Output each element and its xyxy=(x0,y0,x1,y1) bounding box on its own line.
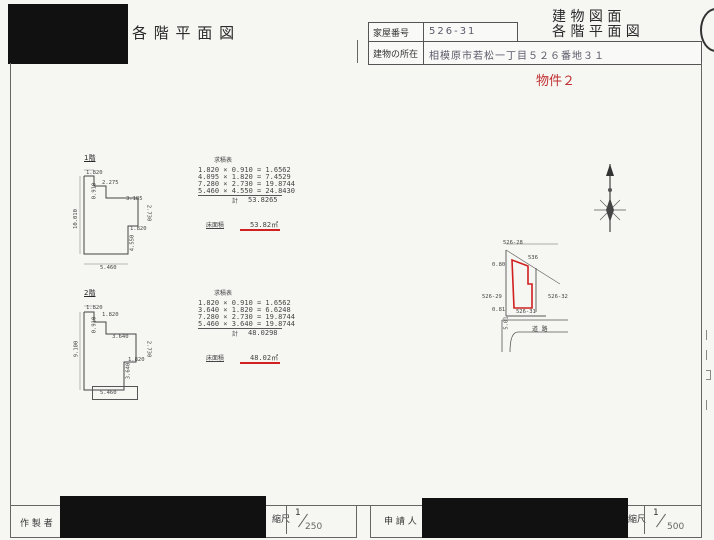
applicant-label: 申 請 人 xyxy=(384,517,417,527)
floor1-label: 1階 xyxy=(84,154,96,162)
page-title: 各 階 平 面 図 xyxy=(132,24,236,42)
header-divider xyxy=(357,40,358,63)
site-road-label: 道 路 xyxy=(532,326,548,333)
scale-left-label: 縮尺 xyxy=(272,515,291,525)
floor1-area-label: 床面積 xyxy=(206,222,225,229)
page-edge-ring xyxy=(700,8,714,52)
margin-mark xyxy=(706,350,707,360)
floor2-dim: 5.460 xyxy=(100,390,117,396)
floor2-calc-row: 1.820 × 0.910 = 1.6562 xyxy=(198,299,291,307)
site-lot-label: 526-28 xyxy=(503,240,523,246)
floor1-dim: 2.730 xyxy=(145,204,152,222)
floor2-calc-row: 5.460 × 3.640 = 19.8744 xyxy=(198,320,295,328)
scale-right-numerator: 1 xyxy=(653,508,659,518)
location-divider xyxy=(423,42,424,64)
floor2-sum-label: 計 xyxy=(232,331,239,338)
scale-left-numerator: 1 xyxy=(295,508,301,518)
floor1-calc-row: 5.460 × 4.550 = 24.8430 xyxy=(198,187,295,195)
floor2-calc-row: 7.280 × 2.730 = 19.8744 xyxy=(198,313,295,321)
floor1-dim: 1.820 xyxy=(86,170,103,176)
floor2-dim: 0.910 xyxy=(91,316,98,334)
property-note: 物件２ xyxy=(536,74,576,89)
floor2-area-label: 床面積 xyxy=(206,355,225,362)
floor2-dim: 2.730 xyxy=(145,340,152,358)
floor2-dim: 1.820 xyxy=(86,305,103,311)
floor1-dim: 0.910 xyxy=(91,182,98,200)
margin-mark xyxy=(706,370,711,380)
floor1-sum-value: 53.8265 xyxy=(248,196,278,204)
floor2-area-value: 48.02㎡ xyxy=(250,354,279,362)
site-dist-label: 0.81 xyxy=(492,307,506,313)
scale-left-box: 1 250 xyxy=(286,506,343,534)
floor1-calc-row: 4.095 × 1.820 = 7.4529 xyxy=(198,173,291,181)
floor1-calc-row: 1.820 × 0.910 = 1.6562 xyxy=(198,166,291,174)
house-number-value: 526-31 xyxy=(429,26,477,37)
house-number-divider xyxy=(423,23,424,41)
floor2-dim-box xyxy=(92,386,138,400)
location-label: 建物の所在 xyxy=(373,50,419,60)
floor2-dim: 3.640 xyxy=(125,362,132,380)
site-lot-label: 526-32 xyxy=(548,294,568,300)
scale-right-box: 1 500 xyxy=(644,506,701,534)
floor2-table-title: 求積表 xyxy=(214,290,233,297)
floor2-dim: 1.820 xyxy=(102,312,119,318)
floor2-dim: 9.100 xyxy=(73,340,80,358)
floor1-dim: 2.275 xyxy=(102,180,119,186)
maker-redaction xyxy=(60,496,266,538)
site-dist-label: 5.01 xyxy=(503,316,510,330)
floor1-dim: 5.460 xyxy=(100,265,117,271)
house-number-label: 家屋番号 xyxy=(373,29,410,39)
floor2-dim: 1.820 xyxy=(128,357,145,363)
scale-right-denominator: 500 xyxy=(667,522,685,532)
floor1-sum-label: 計 xyxy=(232,198,239,205)
floor1-area-highlight xyxy=(240,229,280,231)
floor1-area-value: 53.82㎡ xyxy=(250,221,279,229)
floor1-dim: 3.185 xyxy=(126,196,143,202)
margin-mark xyxy=(706,400,707,410)
drawing-frame xyxy=(10,63,702,506)
site-map xyxy=(501,243,568,353)
floor1-table-title: 求積表 xyxy=(214,157,233,164)
floor1-dim: 4.550 xyxy=(129,234,136,252)
floor2-sum-line xyxy=(198,328,282,329)
applicant-redaction xyxy=(422,498,628,538)
scale-left-denominator: 250 xyxy=(305,522,323,532)
floor2-sum-value: 48.0298 xyxy=(248,329,278,337)
doc-title-line2: 各 階 平 面 図 xyxy=(552,24,640,40)
floor2-label: 2階 xyxy=(84,289,96,297)
doc-title-line1: 建 物 図 面 xyxy=(552,9,622,25)
house-number-box: 家屋番号 526-31 xyxy=(368,22,518,42)
site-lot-label: 536 xyxy=(528,255,538,261)
north-arrow-icon xyxy=(594,164,626,232)
floor2-dim: 3.640 xyxy=(112,334,129,340)
floor2-calc-row: 3.640 × 1.820 = 6.6248 xyxy=(198,306,291,314)
floor1-dim: 10.010 xyxy=(72,209,79,229)
site-dist-label: 0.80 xyxy=(492,262,506,268)
header-redaction xyxy=(8,4,128,64)
location-box: 建物の所在 相模原市若松一丁目５２６番地３１ xyxy=(368,41,702,65)
scale-right-label: 縮尺 xyxy=(628,515,647,525)
site-lot-label: 526-31 xyxy=(516,309,536,315)
floor2-area-highlight xyxy=(240,362,280,364)
floor1-plan xyxy=(79,169,139,265)
floor2-plan xyxy=(79,305,137,391)
margin-mark xyxy=(706,330,707,340)
floor1-sum-line xyxy=(198,195,282,196)
floor1-dim: 1.820 xyxy=(130,226,147,232)
location-value: 相模原市若松一丁目５２６番地３１ xyxy=(429,51,605,62)
maker-label: 作 製 者 xyxy=(20,519,53,529)
site-lot-label: 526-29 xyxy=(482,294,502,300)
floor1-calc-row: 7.280 × 2.730 = 19.8744 xyxy=(198,180,295,188)
